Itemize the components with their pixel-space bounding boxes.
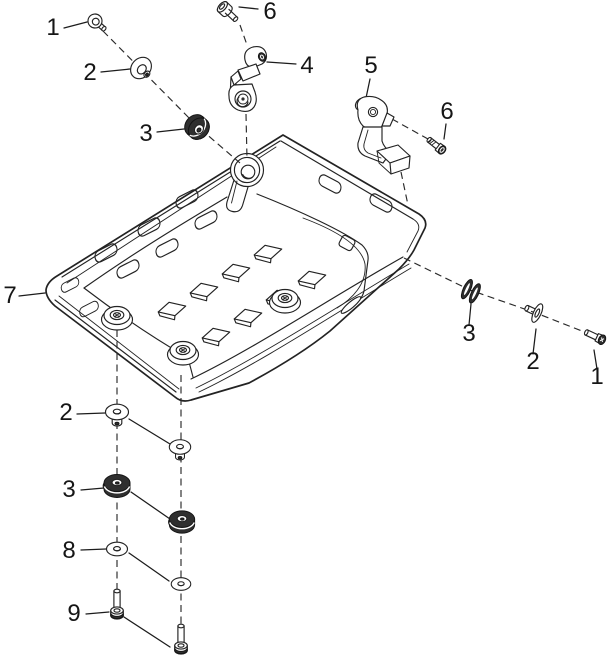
leader-line — [156, 128, 185, 133]
washer-8-b — [170, 577, 192, 591]
assembly-axis-dashed-line — [391, 118, 429, 140]
callout-label-right-2: 2 — [526, 348, 539, 375]
callout-labels: 1 2 3 6 4 5 6 7 3 2 1 2 3 8 9 — [3, 0, 603, 627]
leader-line — [365, 78, 371, 99]
leader-line — [266, 61, 297, 65]
callout-label-right-1: 1 — [590, 363, 603, 390]
skid-plate-outline — [45, 134, 427, 402]
washer-8-a — [105, 541, 129, 557]
leader-line — [468, 303, 472, 326]
grommet-3-upper-left — [184, 114, 210, 140]
mount-boss — [268, 288, 302, 314]
leader-line — [100, 68, 131, 73]
bolt-9-a — [110, 588, 124, 620]
assembly-axis-dashed-line — [245, 113, 248, 160]
assembly-axis-dashed-line — [403, 257, 588, 334]
washer-2-bottom-b — [168, 439, 192, 461]
leader-line — [63, 21, 88, 29]
callout-label-top-6: 6 — [263, 0, 276, 25]
assembly-axis-dashed-line — [400, 171, 409, 206]
leader-line — [443, 123, 447, 140]
callout-label-4: 4 — [300, 52, 313, 79]
callout-label-5: 5 — [364, 52, 377, 79]
callout-label-right-3: 3 — [462, 320, 475, 347]
bolt-1-upper-left — [87, 13, 107, 32]
callout-label-upper-left-2: 2 — [83, 59, 96, 86]
leader-line — [593, 349, 598, 370]
bolt-1-right — [583, 329, 607, 345]
callout-label-upper-left-3: 3 — [139, 120, 152, 147]
bolt-6-right — [426, 136, 447, 155]
callout-label-8: 8 — [62, 537, 75, 564]
washer-2-bottom-a — [104, 403, 130, 427]
leader-line — [76, 412, 171, 445]
bolt-6-top — [216, 1, 239, 22]
mount-boss — [166, 340, 200, 366]
skirt-slot — [340, 296, 362, 314]
callout-label-upper-left-1: 1 — [46, 14, 59, 41]
bracket-4 — [228, 46, 268, 113]
callout-label-right-6: 6 — [440, 98, 453, 125]
washer-2-upper-left — [130, 56, 152, 80]
callout-label-bottom-3: 3 — [62, 476, 75, 503]
grommet-3-bottom-b — [167, 510, 196, 534]
assembly-axis-dashed-line — [102, 30, 241, 164]
leader-line — [80, 548, 170, 582]
leader-line — [85, 611, 171, 648]
leader-line — [18, 292, 46, 297]
grommet-3-right — [460, 278, 481, 304]
bolt-9-b — [174, 623, 188, 655]
callout-label-7: 7 — [3, 282, 16, 309]
leader-line — [238, 6, 259, 10]
bracket-5 — [354, 95, 411, 175]
leader-line — [532, 328, 537, 355]
skid-plate — [45, 134, 427, 402]
grommet-3-bottom-a — [102, 473, 131, 499]
leader-line — [80, 487, 171, 520]
assembly-axis-dashed-line — [239, 24, 248, 46]
callout-label-bottom-2: 2 — [59, 399, 72, 426]
mount-boss — [100, 305, 134, 331]
callout-label-9: 9 — [67, 600, 80, 627]
washer-2-right — [524, 303, 544, 323]
callout-leader-lines — [18, 6, 598, 648]
skid-plate-floor-slots — [156, 242, 362, 349]
